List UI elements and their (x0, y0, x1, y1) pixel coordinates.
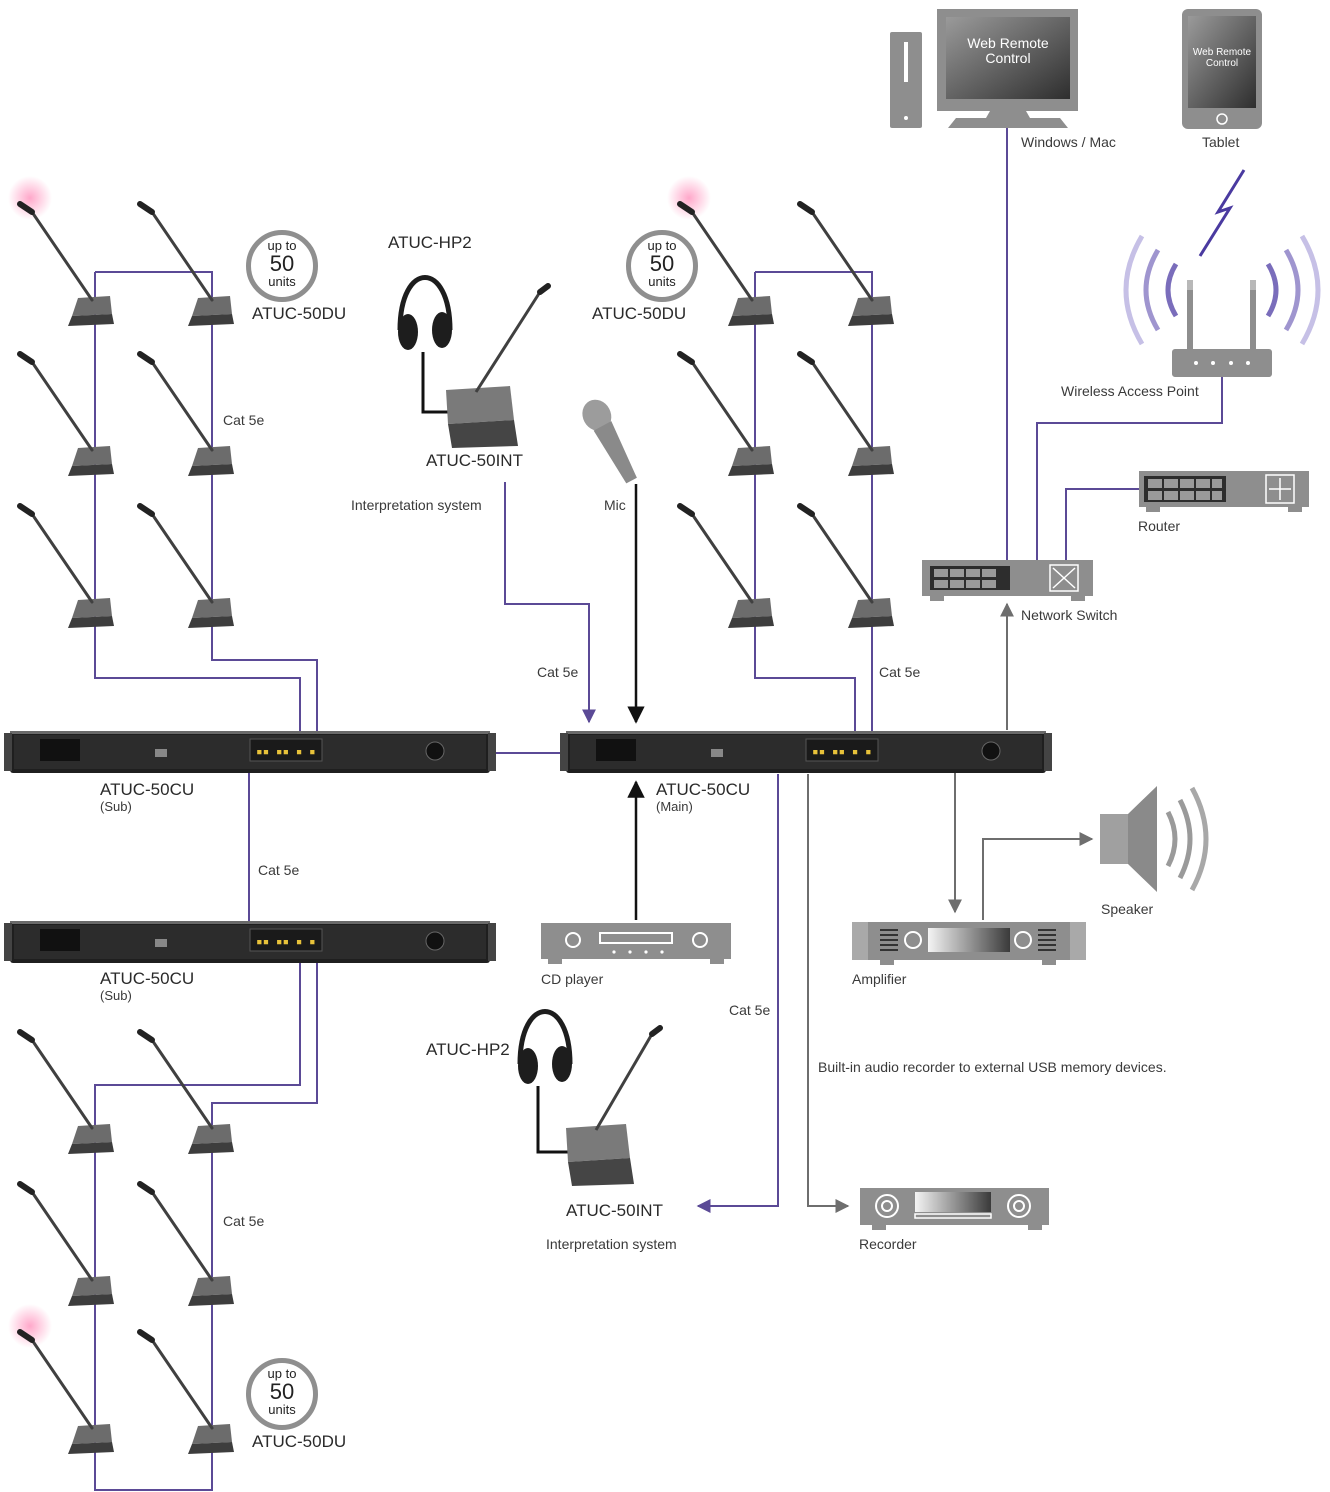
int-model-label: ATUC-50INT (426, 451, 523, 470)
unit-count-badge: up to 50 units (246, 1358, 318, 1430)
du-model-label: ATUC-50DU (252, 1432, 347, 1451)
amplifier-label: Amplifier (852, 971, 907, 987)
badge-top-text: up to (647, 238, 677, 253)
interpretation-unit-top (397, 275, 551, 448)
amplifier-unit (852, 922, 1086, 965)
unit-count-badge: up to 50 units (626, 230, 698, 302)
du-model-label: ATUC-50DU (252, 304, 347, 323)
network-switch-label: Network Switch (1021, 607, 1118, 623)
cu-role-label: (Sub) (100, 799, 132, 814)
badge-bottom-text: units (268, 274, 296, 289)
cable-label: Cat 5e (223, 412, 265, 428)
badge-number: 50 (269, 251, 295, 276)
cable-label: Cat 5e (258, 862, 300, 878)
active-mic-glow (8, 176, 52, 220)
headphones-label: ATUC-HP2 (388, 233, 472, 252)
active-mic-glow (667, 176, 711, 220)
control-unit-sub-2 (3, 920, 497, 964)
du-model-label: ATUC-50DU (592, 304, 687, 323)
delegate-units-bottom-left (20, 1032, 234, 1454)
pc-label: Windows / Mac (1021, 134, 1116, 150)
cat5e-cables (94, 127, 1223, 1491)
headphones-label: ATUC-HP2 (426, 1040, 510, 1059)
cu-role-label: (Main) (656, 799, 693, 814)
delegate-units-top-right (680, 204, 894, 628)
router-unit (1139, 471, 1309, 512)
wap-label: Wireless Access Point (1061, 383, 1199, 399)
delegate-units-top-left (20, 204, 234, 628)
pc-screen-text: Web Remote Control (967, 35, 1049, 66)
speaker-label: Speaker (1101, 901, 1154, 917)
cu-role-label: (Sub) (100, 988, 132, 1003)
cu-model-label: ATUC-50CU (100, 780, 195, 799)
recorder-unit (860, 1188, 1049, 1230)
wireless-signal-icon (1198, 169, 1246, 257)
speaker-unit (1100, 786, 1209, 892)
tablet-unit (1182, 9, 1262, 129)
interpretation-unit-bottom (517, 1009, 663, 1186)
badge-number: 50 (649, 251, 675, 276)
recorder-label: Recorder (859, 1236, 917, 1252)
audio-lines (807, 602, 1094, 1213)
int-model-label: ATUC-50INT (566, 1201, 663, 1220)
router-label: Router (1138, 518, 1181, 534)
cable-label: Cat 5e (879, 664, 921, 680)
badge-top-text: up to (267, 1366, 297, 1381)
cu-model-label: ATUC-50CU (656, 780, 751, 799)
control-unit-main (559, 730, 1053, 774)
badge-top-text: up to (267, 238, 297, 253)
active-mic-glow (8, 1304, 52, 1348)
recorder-note: Built-in audio recorder to external USB … (818, 1059, 1167, 1075)
handheld-microphone (582, 399, 637, 484)
network-switch-unit (922, 560, 1093, 601)
cable-label: Cat 5e (729, 1002, 771, 1018)
int-caption: Interpretation system (351, 497, 482, 513)
cd-player-label: CD player (541, 971, 604, 987)
cable-label: Cat 5e (223, 1213, 265, 1229)
badge-bottom-text: units (648, 274, 676, 289)
tablet-label: Tablet (1202, 134, 1240, 150)
mic-label: Mic (604, 497, 626, 513)
cd-player-unit (541, 923, 731, 964)
cable-label: Cat 5e (537, 664, 579, 680)
cu-model-label: ATUC-50CU (100, 969, 195, 988)
pc-computer-unit (890, 9, 1078, 128)
badge-bottom-text: units (268, 1402, 296, 1417)
wireless-access-point-unit (1123, 234, 1321, 377)
control-unit-sub-1 (3, 730, 497, 774)
int-caption: Interpretation system (546, 1236, 677, 1252)
unit-count-badge: up to 50 units (246, 230, 318, 302)
badge-number: 50 (269, 1379, 295, 1404)
tablet-screen-text: Web Remote Control (1192, 47, 1252, 69)
